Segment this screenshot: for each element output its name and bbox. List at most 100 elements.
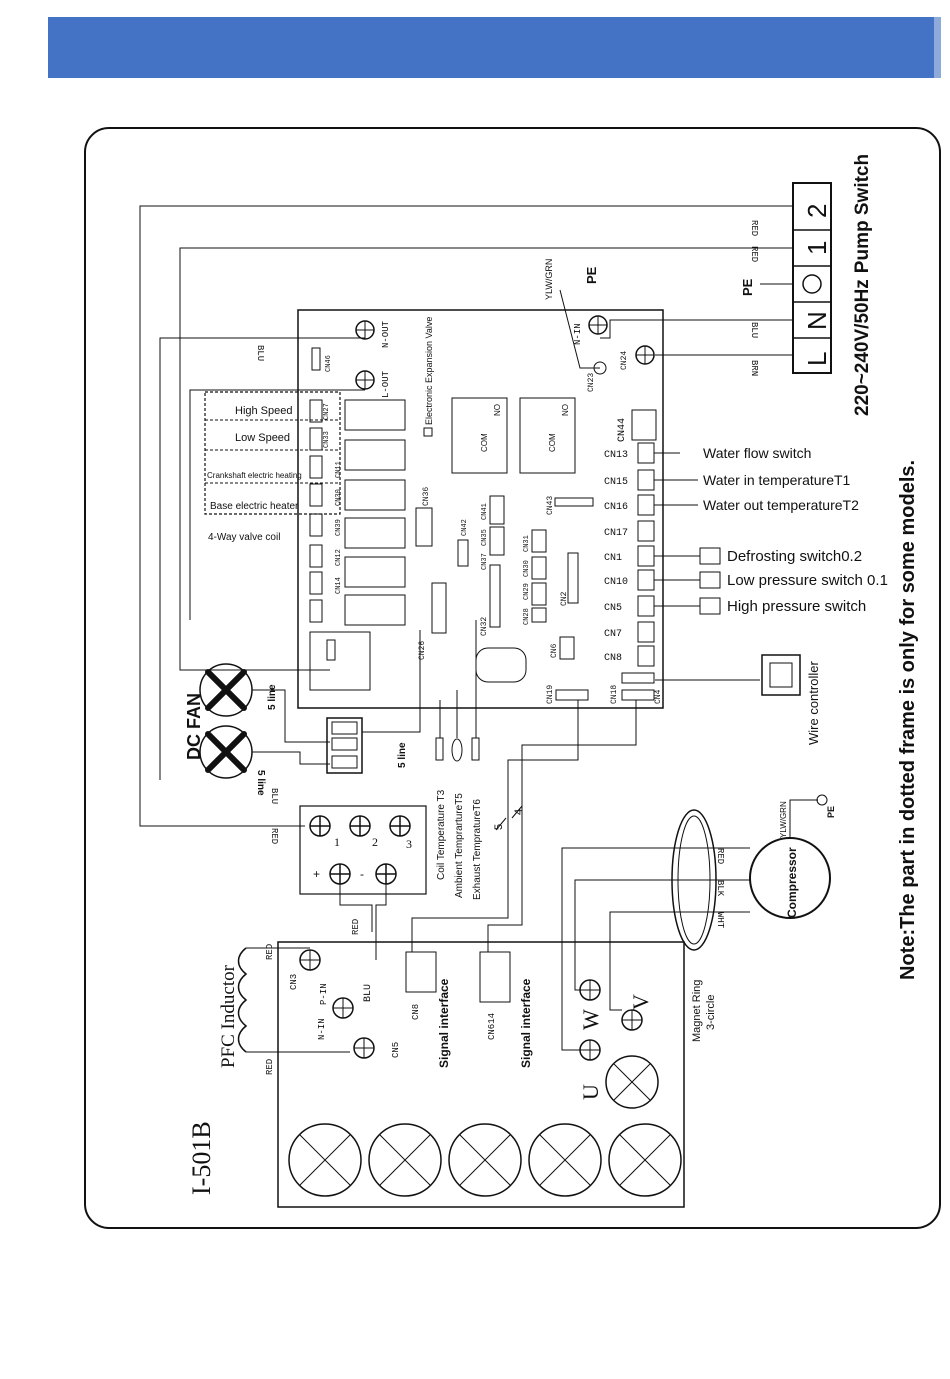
relay-com-no-2 <box>519 397 576 474</box>
sensor-cn-label: CN16 <box>604 502 628 513</box>
sensor-cn-label: CN17 <box>604 528 628 539</box>
cn19-label: CN19 <box>546 685 555 704</box>
sensor-label: Water in temperatureT1 <box>703 472 851 488</box>
wire-controller-box <box>761 654 801 696</box>
capacitor-icon <box>288 1123 362 1197</box>
cn39-label: CN39 <box>335 519 343 536</box>
sensor-connector <box>637 442 655 464</box>
capacitor-cross <box>379 1134 431 1186</box>
cn30-label: CN30 <box>335 489 343 506</box>
cn12-label: CN12 <box>335 549 343 566</box>
model-label: I-501B <box>187 1121 216 1195</box>
wire-brn: BRN <box>749 360 759 376</box>
cn44-block <box>631 409 657 441</box>
capacitor-icon <box>368 1123 442 1197</box>
header-bar <box>48 17 941 78</box>
capacitor-cross <box>539 1134 591 1186</box>
terminal-n: N <box>802 311 832 330</box>
v-label: V <box>628 994 653 1010</box>
red-p-in: RED <box>351 919 361 935</box>
cn31-label: CN31 <box>523 535 531 552</box>
n-in-label: N-IN <box>573 323 583 345</box>
pfc-inductor-label: PFC Inductor <box>218 964 239 1068</box>
sensor-connector <box>637 545 655 567</box>
capacitor-row <box>288 1123 682 1197</box>
pm-term-3: 3 <box>406 837 412 851</box>
temp-exhaust: Exhaust TempratureT6 <box>472 799 483 900</box>
l-out-label: L-OUT <box>381 370 391 398</box>
capacitor-cross <box>619 1134 671 1186</box>
cn614-driver-label: CN614 <box>487 1013 497 1040</box>
sensor-label: High pressure switch <box>727 598 866 615</box>
wire-blu-2: BLU <box>255 345 265 361</box>
cn5-driver-label: CN5 <box>391 1042 401 1058</box>
fan-5line-1: 5 line <box>267 684 278 710</box>
sensor-cn-label: CN10 <box>604 577 628 588</box>
sensor-label: Defrosting switch0.2 <box>727 548 862 565</box>
control-board <box>297 309 664 709</box>
capacitor-cross <box>299 1134 351 1186</box>
sensor-cn-label: CN15 <box>604 477 628 488</box>
pump-switch-label: Pump Switch <box>852 154 873 273</box>
sensor-connector <box>637 621 655 643</box>
relay-blocks <box>309 399 406 691</box>
ground-icon <box>802 274 822 294</box>
cn18-label: CN18 <box>610 685 619 704</box>
w-label: W <box>578 1009 603 1030</box>
driver-board <box>277 941 685 1208</box>
cn46-label: CN46 <box>325 355 333 372</box>
no-label-2: NO <box>561 404 570 416</box>
cn27-label: CN27 <box>323 403 331 420</box>
cn36-label: CN36 <box>422 487 431 506</box>
diagram-frame <box>84 127 941 1229</box>
sensor-label: Water out temperatureT2 <box>703 497 859 513</box>
wire-blu-1: BLU <box>749 322 759 338</box>
pm-plus: + <box>313 867 320 881</box>
u-label: U <box>578 1084 603 1100</box>
no-label-1: NO <box>493 404 502 416</box>
sensor-cn-label: CN1 <box>604 553 622 564</box>
switch-icon <box>699 547 721 565</box>
pfc-red-2: RED <box>265 1059 275 1075</box>
switch-icon <box>699 571 721 589</box>
cn11-label: CN11 <box>335 461 343 478</box>
capacitor-cross <box>459 1134 511 1186</box>
n-in-driver-label: N-IN <box>317 1018 327 1040</box>
power-module <box>299 805 427 895</box>
cn42-label: CN42 <box>461 519 469 536</box>
comp-ylw-grn: YLW/GRN <box>779 801 788 838</box>
wire-red-2: RED <box>749 246 759 262</box>
sensor-connector <box>637 595 655 617</box>
sensor-connector <box>637 469 655 491</box>
p-in-label: P-IN <box>319 983 329 1005</box>
compressor-label: Compressor <box>785 847 799 918</box>
sensor-cn-label: CN8 <box>604 653 622 664</box>
n-out-label: N-OUT <box>381 320 391 348</box>
sensor-cn-label: CN5 <box>604 603 622 614</box>
terminal-l: L <box>802 352 832 366</box>
capacitor-icon <box>528 1123 602 1197</box>
pm-minus: - <box>360 867 364 881</box>
cn8-driver-label: CN8 <box>411 1004 421 1020</box>
wire-red-3: RED <box>269 828 279 844</box>
cn44-label: CN44 <box>617 418 628 442</box>
relay-base-heater: Base electric heater <box>210 501 299 512</box>
cn24-label: CN24 <box>620 351 629 370</box>
blu-n: BLU <box>363 984 374 1002</box>
header-band <box>48 17 941 78</box>
cn8-driver <box>405 951 437 993</box>
sensor-cn-label: CN13 <box>604 450 628 461</box>
cn28-label: CN28 <box>523 608 531 625</box>
sensor-connector <box>637 569 655 591</box>
cn3-label: CN3 <box>289 974 299 990</box>
wire-red-1: RED <box>749 220 759 236</box>
temp-coil: Coil Temperature T3 <box>436 789 447 880</box>
pm-term-2: 2 <box>372 835 378 849</box>
sensor-label: Water flow switch <box>703 445 811 461</box>
dc-fan-title: DC FAN <box>184 693 204 760</box>
cn23-label: CN23 <box>587 373 596 392</box>
cn32-label: CN32 <box>480 617 489 636</box>
comp-blk: BLK <box>715 880 725 897</box>
